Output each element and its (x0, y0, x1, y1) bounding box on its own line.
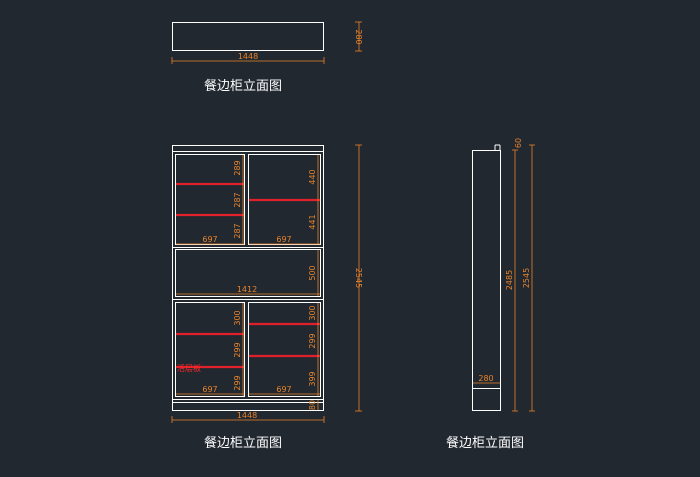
side-inner-height: 2485 (505, 270, 514, 290)
upper-left-width: 697 (202, 235, 217, 244)
side-view-outline (472, 150, 501, 411)
movable-shelf-label: 活层板 (177, 363, 201, 373)
upper-right-cell (248, 154, 321, 245)
lower-right-dim-b: 299 (308, 333, 317, 348)
side-view-caption: 餐边柜立面图 (446, 435, 524, 451)
upper-right-dim-a: 440 (308, 169, 317, 184)
lower-left-dim-a: 300 (233, 310, 242, 325)
upper-left-dim-a: 289 (233, 160, 242, 175)
front-overall-height: 2545 (354, 268, 363, 288)
top-width-dim: 1448 (238, 52, 258, 61)
top-view-outline (172, 22, 324, 51)
lower-left-dim-b: 299 (233, 342, 242, 357)
lower-left-width: 697 (202, 385, 217, 394)
top-depth-dim: 280 (354, 29, 363, 44)
upper-left-dim-b: 287 (233, 192, 242, 207)
middle-cell (175, 249, 321, 297)
upper-right-dim-b: 441 (308, 214, 317, 229)
side-top-dim: 60 (514, 138, 523, 148)
upper-right-width: 697 (276, 235, 291, 244)
middle-height-dim: 500 (308, 265, 317, 280)
lower-right-dim-a: 300 (308, 305, 317, 320)
lower-left-cell (175, 302, 245, 397)
middle-width-dim: 1412 (237, 285, 257, 294)
upper-left-dim-c: 287 (233, 223, 242, 238)
top-view-caption: 餐边柜立面图 (204, 78, 282, 94)
front-view-outer (172, 145, 324, 411)
upper-left-cell (175, 154, 245, 245)
lower-right-cell (248, 302, 321, 397)
lower-right-dim-c: 399 (308, 371, 317, 386)
front-overall-width: 1448 (237, 411, 257, 420)
side-overall-height: 2545 (522, 268, 531, 288)
lower-left-dim-c: 299 (233, 375, 242, 390)
lower-right-width: 697 (276, 385, 291, 394)
base-height-dim: 80 (308, 400, 317, 410)
side-depth: 280 (478, 374, 493, 383)
front-view-caption: 餐边柜立面图 (204, 435, 282, 451)
